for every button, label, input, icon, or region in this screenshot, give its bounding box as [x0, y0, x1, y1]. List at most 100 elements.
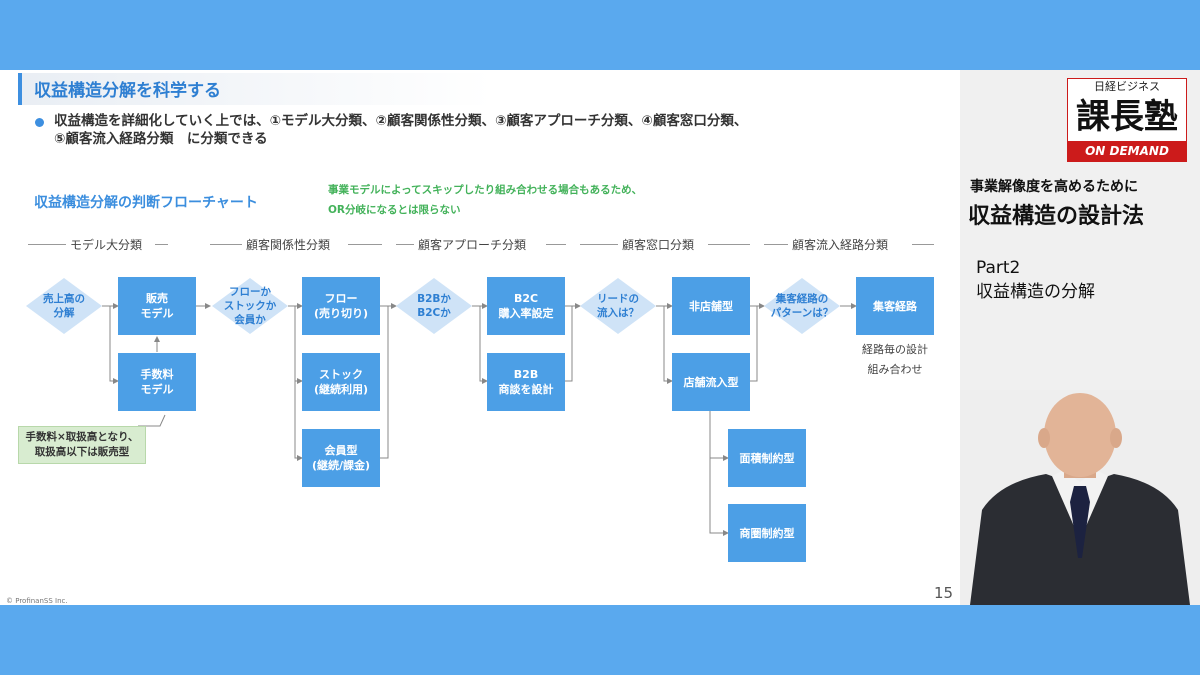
node-acquisition-route: 集客経路: [856, 277, 934, 335]
part-heading: Part2 収益構造の分解: [976, 256, 1095, 304]
node-non-store: 非店舗型: [672, 277, 750, 335]
label-line: 手数料×取扱高となり、: [25, 431, 139, 443]
category-label: 顧客流入経路分類: [792, 238, 889, 252]
callout-pointer: [138, 414, 166, 427]
label-line: (継続/課金): [311, 459, 371, 472]
category-label: 顧客アプローチ分類: [418, 238, 527, 252]
connector: [380, 306, 389, 459]
decision-flow-stock: フローかストックか会員か: [212, 278, 288, 334]
title-background: [22, 73, 492, 105]
label-line: B2C: [513, 292, 539, 305]
chart-title: 収益構造分解の判断フローチャート: [34, 195, 258, 211]
decision-sales-breakdown: 売上高の分解: [26, 278, 102, 334]
arrow: [663, 306, 673, 384]
category-label: 顧客窓口分類: [622, 238, 695, 252]
part-number: Part2: [976, 258, 1021, 278]
slide: 収益構造分解を科学する 収益構造を詳細化していく上では、①モデル大分類、②顧客関…: [0, 70, 960, 605]
decision-label: リードの流入は？: [580, 278, 656, 334]
label-line: 購入率設定: [498, 307, 554, 320]
label-line: フロー: [324, 292, 358, 305]
node-commission-model: 手数料モデル: [118, 353, 196, 411]
arrow: [709, 410, 729, 461]
label-line: 商圏制約型: [739, 526, 795, 540]
bullet-line-1: 収益構造を詳細化していく上では、①モデル大分類、②顧客関係性分類、③顧客アプロー…: [54, 113, 748, 129]
label-line: 経路毎の設計: [862, 343, 928, 356]
arrow: [709, 458, 729, 536]
node-area-constraint: 面積制約型: [728, 429, 806, 487]
label-line: 集客経路の: [775, 293, 829, 305]
label-line: パターンは？: [770, 307, 834, 319]
label-line: リードの: [597, 293, 639, 305]
design-note: 経路毎の設計 組み合わせ: [846, 340, 944, 380]
flow-note-line-1: 事業モデルによってスキップしたり組み合わせる場合もあるため、: [328, 184, 643, 196]
arrow: [294, 381, 303, 461]
label-line: B2Cか: [417, 307, 451, 319]
divider: [396, 244, 414, 245]
label-line: (売り切り): [313, 307, 369, 320]
connector: [565, 306, 573, 382]
label-line: ストック: [319, 368, 363, 381]
label-line: (継続利用): [313, 383, 369, 396]
category-label: モデル大分類: [70, 238, 143, 252]
bullet-icon: [35, 118, 44, 127]
label-line: 商談を設計: [498, 383, 554, 396]
label-line: 取扱高以下は販売型: [34, 446, 130, 458]
commission-callout: 手数料×取扱高となり、取扱高以下は販売型: [18, 426, 146, 464]
label-line: 会員型: [324, 444, 358, 457]
divider: [28, 244, 66, 245]
node-store-inflow: 店舗流入型: [672, 353, 750, 411]
logo-publisher: 日経ビジネス: [1094, 80, 1160, 93]
page-number: 15: [934, 584, 954, 602]
divider: [912, 244, 934, 245]
label-line: 組み合わせ: [867, 363, 923, 376]
decision-label: 集客経路のパターンは？: [764, 278, 840, 334]
category-label: 顧客関係性分類: [246, 238, 331, 252]
flow-connectors: [102, 303, 857, 536]
arrow: [294, 306, 303, 384]
label-line: B2B: [513, 368, 539, 381]
label-line: 売上高の: [43, 293, 85, 305]
node-flow: フロー (売り切り): [302, 277, 380, 335]
side-panel: 日経ビジネス 課長塾 ON DEMAND 事業解像度を高めるために 収益構造の設…: [960, 70, 1200, 605]
node-stock: ストック (継続利用): [302, 353, 380, 411]
flow-note-line-2: OR分岐になるとは限らない: [328, 204, 461, 216]
label-line: 手数料: [140, 368, 174, 381]
part-title: 収益構造の分解: [976, 282, 1095, 302]
label-line: 販売: [146, 292, 168, 305]
label-line: 集客経路: [873, 299, 917, 313]
node-b2b: B2B 商談を設計: [487, 353, 565, 411]
decision-lead-inflow: リードの流入は？: [580, 278, 656, 334]
arrow: [479, 306, 488, 384]
label-line: 非店舗型: [689, 299, 733, 313]
course-subtitle: 事業解像度を高めるために: [970, 179, 1138, 195]
course-logo: 日経ビジネス 課長塾 ON DEMAND: [1067, 78, 1187, 162]
divider: [708, 244, 750, 245]
decision-label: 売上高の分解: [26, 278, 102, 334]
label-line: 店舗流入型: [683, 375, 739, 389]
divider: [348, 244, 382, 245]
flow-note: 事業モデルによってスキップしたり組み合わせる場合もあるため、 OR分岐になるとは…: [328, 180, 642, 220]
label-line: 会員か: [234, 314, 266, 326]
label-line: 流入は？: [597, 307, 639, 319]
logo-on-demand: ON DEMAND: [1068, 141, 1186, 161]
title-accent-bar: [18, 73, 22, 105]
label-line: フローか: [229, 286, 271, 298]
decision-label: フローかストックか会員か: [212, 278, 288, 334]
node-sales-model: 販売モデル: [118, 277, 196, 335]
node-b2c: B2C 購入率設定: [487, 277, 565, 335]
decision-acquisition-pattern: 集客経路のパターンは？: [764, 278, 840, 334]
bullet-text: 収益構造を詳細化していく上では、①モデル大分類、②顧客関係性分類、③顧客アプロー…: [54, 112, 747, 148]
bullet-line-2: ⑤顧客流入経路分類 に分類できる: [54, 131, 268, 147]
logo-title: 課長塾: [1076, 97, 1178, 137]
divider: [580, 244, 618, 245]
label-line: ストックか: [223, 300, 277, 312]
arrow: [109, 306, 119, 384]
divider: [764, 244, 788, 245]
bottom-band: [0, 605, 1200, 675]
node-membership: 会員型 (継続/課金): [302, 429, 380, 487]
node-trade-area-constraint: 商圏制約型: [728, 504, 806, 562]
presenter-video: [960, 390, 1200, 605]
label-line: 分解: [53, 307, 75, 319]
